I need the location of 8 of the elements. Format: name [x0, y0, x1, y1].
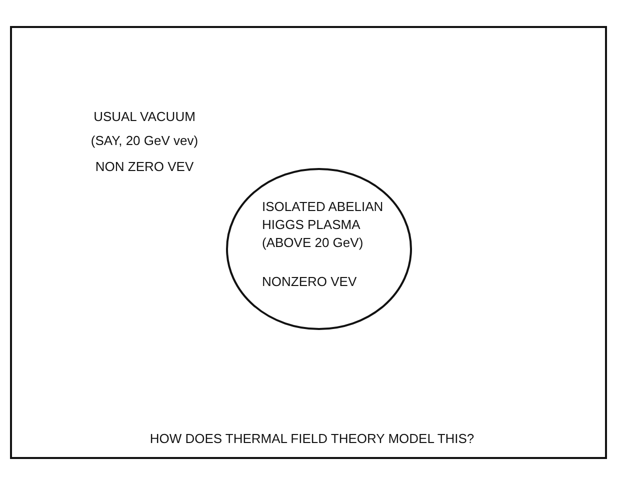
node-text: NON ZERO VEV — [94, 158, 195, 176]
node-text: USUAL VACUUM — [92, 108, 196, 126]
node-text: ISOLATED ABELIAN HIGGS PLASMA (ABOVE 20 GeV) — [262, 198, 384, 252]
node-text: HOW DOES THERMAL FIELD THEORY MODEL THIS? — [148, 430, 476, 448]
node-text: (SAY, 20 GeV vev) — [90, 132, 200, 150]
frame-box — [10, 26, 607, 459]
ellipse-node — [226, 168, 412, 330]
node-text: NONZERO VEV — [262, 273, 358, 291]
